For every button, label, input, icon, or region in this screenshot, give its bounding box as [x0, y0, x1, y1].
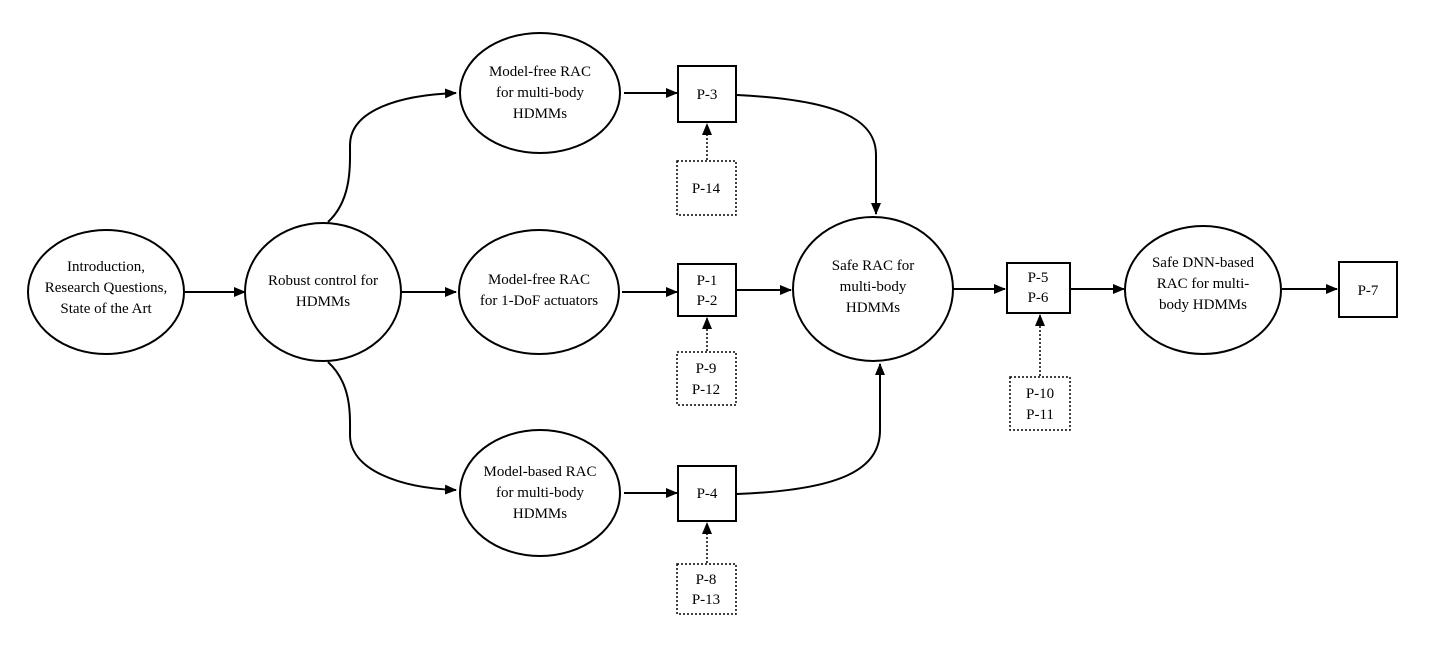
paper-box-p3-shape [677, 65, 737, 123]
paper-box-p5-p6: P-5 P-6 [1006, 262, 1071, 314]
supporting-box-p10-p11-shape [1009, 376, 1071, 431]
node-model-free-multibody-shape [459, 32, 621, 154]
supporting-box-p10-p11-label: P-10 [1026, 386, 1054, 402]
node-safe-rac-shape [792, 216, 954, 362]
supporting-box-p8-p13: P-8 P-13 [676, 563, 737, 615]
node-model-free-1dof-shape [458, 229, 620, 355]
node-model-based-multibody-label: Model-based RAC [484, 464, 597, 480]
node-safe-rac-label: Safe RAC for [832, 258, 915, 274]
node-safe-dnn-label: body HDMMs [1159, 297, 1247, 313]
paper-box-p1-p2-label: P-1 [697, 273, 718, 289]
node-model-free-multibody-label: HDMMs [513, 106, 567, 122]
paper-box-p1-p2: P-1 P-2 [677, 263, 737, 317]
supporting-box-p14-shape [676, 160, 737, 216]
paper-box-p4-label: P-4 [697, 486, 718, 502]
edge-p3-to-safe-rac [736, 94, 881, 215]
edge-p4-to-safe-rac [736, 363, 885, 495]
node-intro-label: Research Questions, [45, 280, 167, 296]
node-intro-label: Introduction, [67, 259, 145, 275]
edges [185, 88, 1338, 563]
paper-box-p3: P-3 [677, 65, 737, 123]
supporting-box-p9-p12-label: P-9 [696, 361, 717, 377]
supporting-box-p14-label: P-14 [692, 181, 721, 197]
paper-box-p5-p6-shape [1006, 262, 1071, 314]
node-safe-dnn: Safe DNN-based RAC for multi- body HDMMs [1124, 225, 1282, 355]
supporting-box-p8-p13-shape [676, 563, 737, 615]
supporting-box-p8-p13-label: P-8 [696, 572, 717, 588]
node-robust-control-label: HDMMs [296, 294, 350, 310]
paper-box-p1-p2-label: P-2 [697, 293, 718, 309]
node-robust-control: Robust control for HDMMs [244, 222, 402, 362]
paper-box-p7: P-7 [1338, 261, 1398, 318]
supporting-box-p9-p12: P-9 P-12 [676, 351, 737, 406]
paper-box-p1-p2-shape [677, 263, 737, 317]
node-model-free-multibody-label: Model-free RAC [489, 64, 591, 80]
node-intro-shape [27, 229, 185, 355]
supporting-box-p9-p12-label: P-12 [692, 382, 720, 398]
node-model-free-1dof: Model-free RAC for 1-DoF actuators [458, 229, 620, 355]
node-model-based-multibody: Model-based RAC for multi-body HDMMs [459, 429, 621, 557]
node-robust-control-label: Robust control for [268, 273, 378, 289]
supporting-box-p8-p13-label: P-13 [692, 592, 720, 608]
edge-robust-to-mb-multibody [327, 361, 457, 495]
paper-box-p5-p6-label: P-6 [1028, 290, 1049, 306]
node-intro-label: State of the Art [60, 301, 152, 317]
supporting-box-p10-p11-label: P-11 [1026, 407, 1054, 423]
node-model-based-multibody-label: HDMMs [513, 506, 567, 522]
node-robust-control-shape [244, 222, 402, 362]
node-safe-rac-label: HDMMs [846, 300, 900, 316]
supporting-box-p10-p11: P-10 P-11 [1009, 376, 1071, 431]
node-model-free-multibody: Model-free RAC for multi-body HDMMs [459, 32, 621, 154]
node-safe-dnn-label: RAC for multi- [1157, 276, 1250, 292]
paper-box-p4: P-4 [677, 465, 737, 522]
paper-box-p7-shape [1338, 261, 1398, 318]
paper-box-p3-label: P-3 [697, 87, 718, 103]
node-model-based-multibody-shape [459, 429, 621, 557]
supporting-box-p9-p12-shape [676, 351, 737, 406]
node-safe-rac: Safe RAC for multi-body HDMMs [792, 216, 954, 362]
paper-box-p7-label: P-7 [1358, 283, 1379, 299]
edge-robust-to-mf-multibody [327, 88, 457, 223]
node-model-free-multibody-label: for multi-body [496, 85, 584, 101]
node-model-based-multibody-label: for multi-body [496, 485, 584, 501]
node-model-free-1dof-label: Model-free RAC [488, 272, 590, 288]
paper-box-p5-p6-label: P-5 [1028, 270, 1049, 286]
node-model-free-1dof-label: for 1-DoF actuators [480, 293, 598, 309]
paper-box-p4-shape [677, 465, 737, 522]
node-intro: Introduction, Research Questions, State … [27, 229, 185, 355]
node-safe-dnn-label: Safe DNN-based [1152, 255, 1255, 271]
node-safe-rac-label: multi-body [840, 279, 907, 295]
node-safe-dnn-shape [1124, 225, 1282, 355]
supporting-box-p14: P-14 [676, 160, 737, 216]
